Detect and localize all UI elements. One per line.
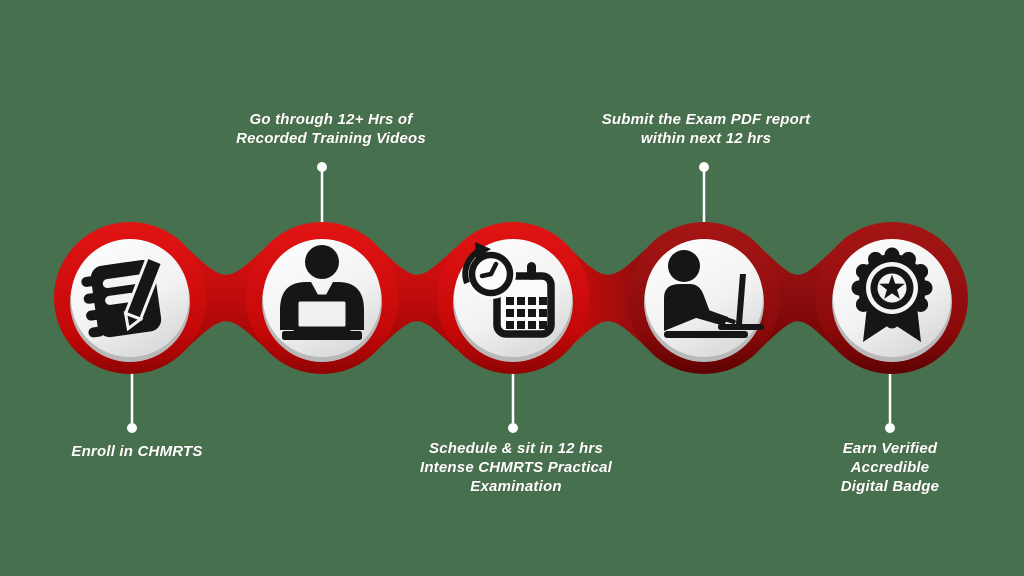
step-label-4: Submit the Exam PDF report within next 1… xyxy=(601,111,811,147)
stem-dot-2 xyxy=(317,162,327,172)
calendar-clock-icon xyxy=(462,242,555,338)
stem-dot-5 xyxy=(885,423,895,433)
stem-dot-3 xyxy=(508,423,518,433)
notepad-pencil-icon xyxy=(81,255,165,338)
step-label-5: Earn Verified Accredible Digital Badge xyxy=(840,440,940,495)
step-circle-2 xyxy=(246,222,398,374)
connector-3-4 xyxy=(568,247,648,349)
label-dots xyxy=(127,162,895,433)
person-laptop-icon xyxy=(664,250,764,338)
step-label-2: Go through 12+ Hrs of Recorded Training … xyxy=(236,111,426,147)
award-badge-icon xyxy=(851,247,933,342)
step-circle-4 xyxy=(628,222,780,374)
step-circle-3 xyxy=(437,222,589,374)
stem-dot-4 xyxy=(699,162,709,172)
trainer-at-desk-icon xyxy=(280,245,364,340)
connector-1-2 xyxy=(186,247,266,349)
chain-connectors xyxy=(186,247,836,349)
step-circle-1 xyxy=(54,222,206,374)
connector-4-5 xyxy=(760,247,836,349)
stem-dot-1 xyxy=(127,423,137,433)
step-label-3: Schedule & sit in 12 hrs Intense CHMRTS … xyxy=(419,440,613,495)
connector-2-3 xyxy=(378,247,456,349)
step-circle-5 xyxy=(816,222,968,374)
step-label-1: Enroll in CHMRTS xyxy=(71,443,203,460)
